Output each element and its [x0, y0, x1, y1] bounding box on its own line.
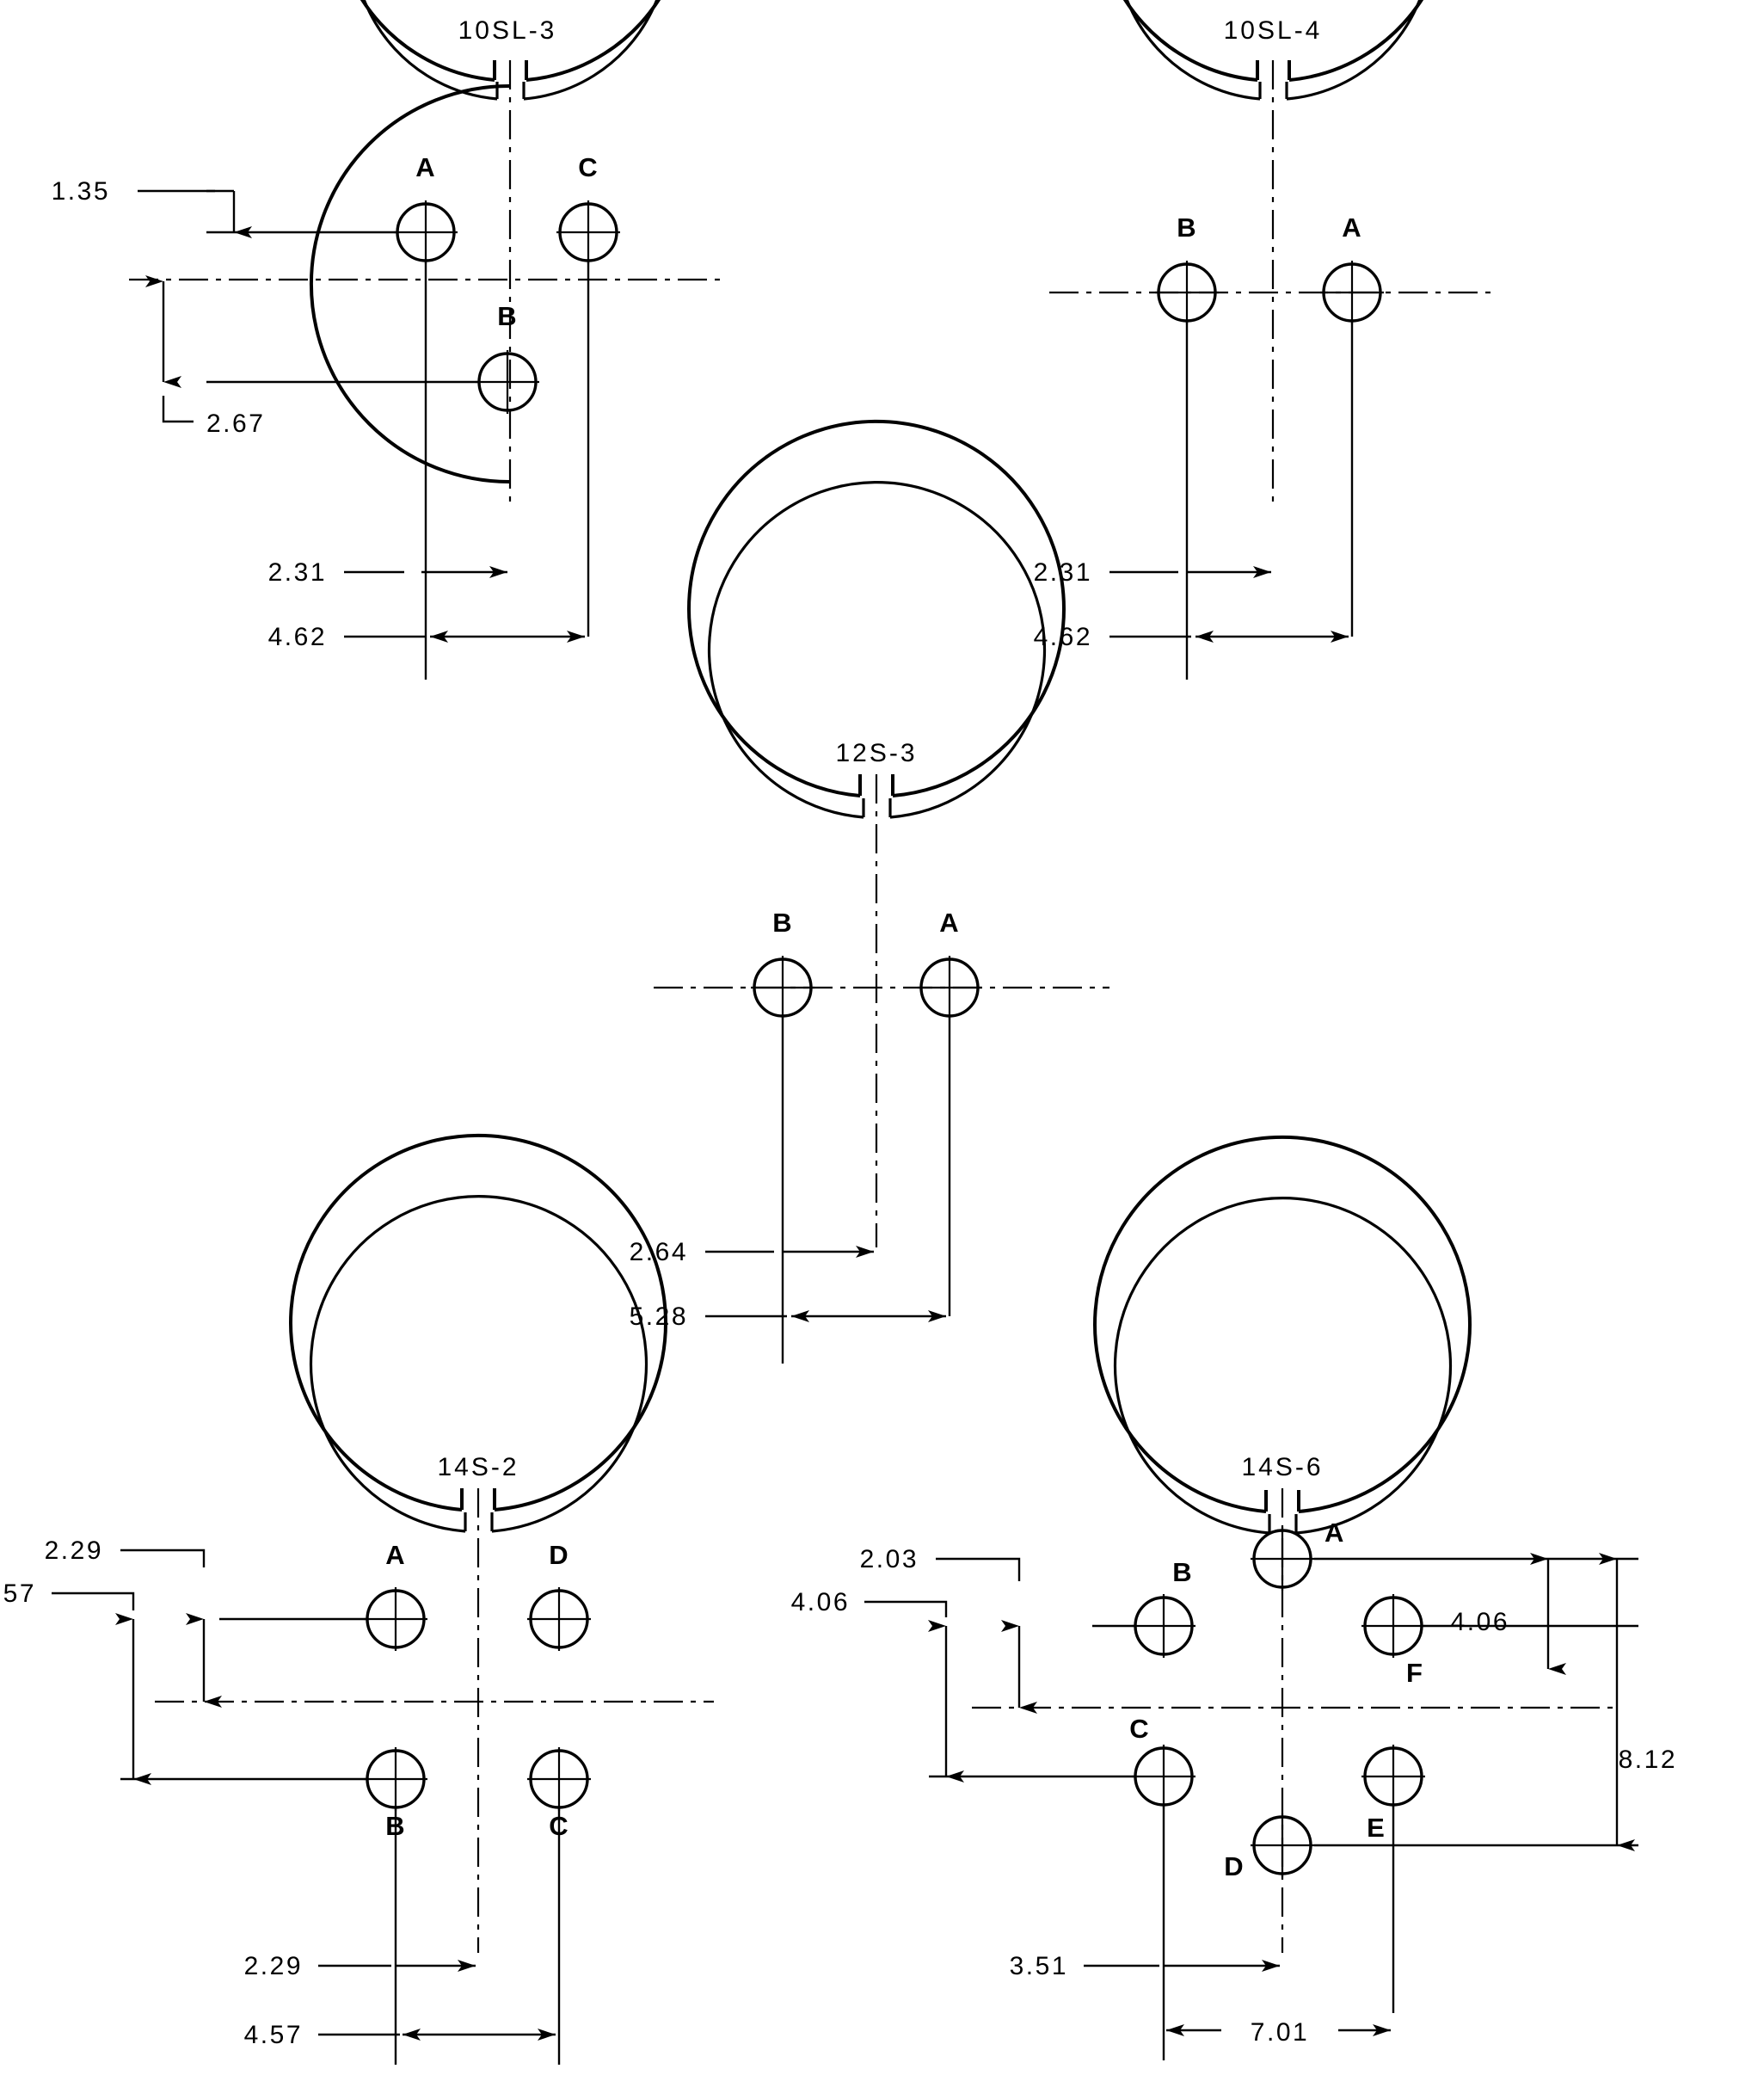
dimension-label: 4.57 [0, 1579, 36, 1608]
pin-label: C [578, 152, 598, 182]
pin-10SL-3-C: C [556, 152, 620, 264]
pin-label: B [497, 301, 517, 331]
pin-14S-6-A: A [1251, 1518, 1344, 1591]
pin-14S-2-D: D [527, 1540, 591, 1651]
dimension-label: 5.28 [630, 1302, 688, 1331]
pin-label: D [1224, 1851, 1244, 1881]
pin-label: E [1367, 1813, 1386, 1843]
pin-label: B [1177, 212, 1196, 243]
pin-label: F [1406, 1658, 1423, 1688]
pin-10SL-3-A: A [394, 152, 458, 264]
dimension-label: 2.03 [860, 1545, 919, 1573]
pin-10SL-3-B: B [476, 301, 539, 414]
view-14S-2: A D B C 2.29 4.57 [0, 1133, 714, 2065]
pin-label: A [1325, 1518, 1344, 1548]
view-title: 14S-6 [1241, 1453, 1323, 1481]
pin-label: B [1172, 1557, 1192, 1587]
dimension-label: 7.01 [1251, 2018, 1309, 2047]
view-title: 10SL-4 [1224, 16, 1323, 45]
pin-14S-6-C: C [1129, 1714, 1195, 1808]
pin-12S-3-A: A [918, 908, 981, 1019]
dimension-label: 2.29 [244, 1952, 303, 1980]
pin-14S-6-F: F [1361, 1594, 1425, 1688]
pin-14S-6-D: D [1224, 1813, 1314, 1881]
view-title: 14S-2 [437, 1453, 519, 1481]
pin-10SL-4-A: A [1320, 212, 1384, 324]
pin-label: A [939, 908, 959, 938]
view-12S-3: B A 2.64 5.28 12S-3 [630, 419, 1109, 1364]
dimension-label: 1.35 [52, 177, 110, 206]
view-title: 12S-3 [835, 739, 917, 767]
view-10SL-4: B A 2.31 4.62 10SL-4 [1034, 0, 1497, 680]
pin-label: B [772, 908, 792, 938]
dimension-label: 4.57 [244, 2021, 303, 2049]
dimension-label: 4.06 [1451, 1608, 1509, 1636]
dimension-label: 2.67 [206, 409, 265, 438]
view-10SL-3: A C B 1.35 2.67 2.3 [52, 0, 722, 680]
dimension-label: 2.31 [268, 558, 327, 587]
view-title: 10SL-3 [458, 16, 557, 45]
dimension-label: 8.12 [1619, 1746, 1677, 1774]
dimension-label: 4.62 [268, 623, 327, 651]
dimension-label: 4.06 [791, 1588, 850, 1616]
pin-label: A [385, 1540, 405, 1570]
pin-label: D [549, 1540, 569, 1570]
pin-10SL-4-B: B [1155, 212, 1219, 324]
pin-label: A [1342, 212, 1361, 243]
pin-12S-3-B: B [751, 908, 814, 1019]
view-14S-6: A B F C E D [791, 1135, 1677, 2060]
dimension-label: 2.29 [45, 1536, 103, 1565]
dimension-label: 2.64 [630, 1238, 688, 1266]
pin-label: C [1129, 1714, 1149, 1744]
pin-14S-2-A: A [364, 1540, 427, 1651]
dimension-label: 3.51 [1010, 1952, 1068, 1980]
pin-label: A [415, 152, 435, 182]
pin-14S-6-B: B [1132, 1557, 1195, 1658]
